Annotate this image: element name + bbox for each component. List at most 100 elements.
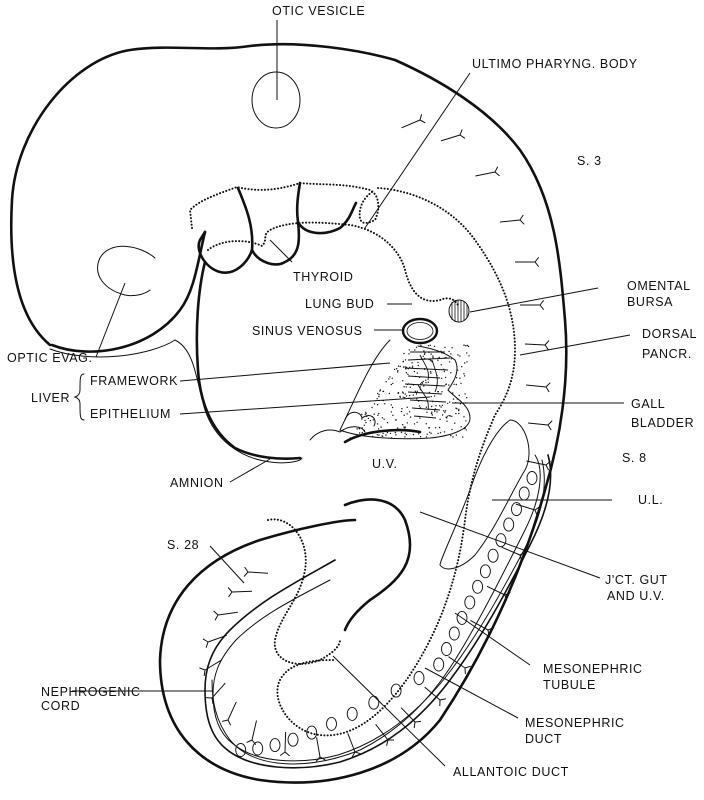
label-mesonephric-duct-1: MESONEPHRIC [525,716,625,730]
stipple-dot [404,393,406,395]
label-optic-evag: OPTIC EVAG. [7,351,93,365]
stipple-dot [466,344,469,347]
stipple-dot [444,376,447,379]
stipple-dot [424,352,426,354]
label-ultimo-pharyng-body: ULTIMO PHARYNG. BODY [472,57,638,71]
somite-mark [243,566,269,577]
stipple-dot [397,391,400,394]
stipple-dot [441,391,443,393]
stipple-dot [448,384,450,386]
stipple-dot [358,432,361,434]
stipple-dot [409,386,411,388]
leader-lines [72,20,631,767]
somite-mark [475,166,500,177]
stipple-dot [377,392,379,395]
stipple-dot [405,368,407,370]
stipple-dot [379,390,381,392]
stipple-dot [452,398,455,400]
stipple-dot [458,408,460,411]
label-amnion: AMNION [170,476,224,490]
stipple-dot [434,427,437,429]
stipple-dot [404,436,406,438]
tubule-bubble [433,657,445,672]
tubule-bubble [441,642,452,656]
stipple-dot [402,366,405,368]
stipple-dot [378,412,380,415]
stipple-dot [402,380,404,382]
stipple-dot [417,361,419,364]
stipple-dot [407,373,409,375]
label-allantoic-duct: ALLANTOIC DUCT [453,765,569,779]
stipple-dot [450,358,452,360]
otic-vesicle-shape [251,71,301,129]
label-jct-gut-1: J'CT. GUT [605,573,668,587]
stipple-dot [417,433,420,435]
optic-evagination-shape [97,245,156,297]
pharyngeal-arch-3 [296,201,358,235]
stipple-dot [408,394,411,397]
stipple-dot [381,435,384,437]
somite-mark [375,723,394,746]
stipple-dot [456,398,458,400]
stipple-dot [412,433,415,436]
stipple-dot [413,370,416,373]
stipple-dot [363,424,365,426]
stipple-dot [463,373,465,375]
somite-mark [500,214,525,225]
stipple-dot [439,418,441,420]
label-nephrogenic-2: CORD [41,699,80,713]
stipple-dot [380,426,382,428]
stipple-dot [422,355,424,357]
stipple-dot [405,386,407,388]
somite-mark [199,659,223,676]
stipple-dot [425,436,428,438]
stipple-dot [411,365,414,367]
stipple-dot [444,410,447,412]
label-s8: S. 8 [622,451,647,465]
stipple-dot [361,431,363,434]
stipple-dot [439,405,441,407]
somite-mark [526,460,551,471]
label-omental-bursa-2: BURSA [627,295,673,309]
stipple-dot [390,383,392,386]
somite-mark [486,585,511,602]
stipple-dot [455,434,458,436]
sinus-venosus-inner [406,322,434,340]
stipple-dot [414,349,416,351]
stipple-dot [369,419,372,422]
somite-mark [202,634,227,648]
stipple-dot [409,366,411,368]
somite-mark [501,546,526,561]
stipple-dot [420,344,422,346]
stipple-dot [402,424,404,426]
stipple-dot [399,365,401,368]
somite-mark [400,707,422,728]
label-mesonephric-tubule-2: TUBULE [543,678,596,692]
stipple-dot [451,428,453,431]
tubule-bubble [346,706,358,721]
stipple-dot [448,414,450,417]
stipple-dot [425,379,427,381]
stipple-dot [464,362,466,364]
stipple-dot [382,432,384,435]
stipple-dot [466,361,468,363]
stipple-dot [390,411,393,413]
amnion-thin [49,339,303,464]
tubule-bubble [518,486,530,501]
stipple-dot [444,411,446,413]
stipple-dot [425,423,427,425]
stipple-dot [400,431,403,434]
stipple-dot [430,372,432,374]
stipple-dot [430,360,432,362]
stipple-dot [411,362,413,364]
stipple-dot [412,394,414,396]
stipple-dot [365,411,367,413]
stipple-dot [399,395,401,398]
stipple-dot [414,390,416,392]
stipple-dot [416,372,419,374]
stipple-dot [450,434,452,437]
stipple-dot [465,345,467,347]
somite-mark [448,656,471,675]
label-omental-bursa-1: OMENTAL [627,279,691,293]
somite-mark [222,701,237,726]
